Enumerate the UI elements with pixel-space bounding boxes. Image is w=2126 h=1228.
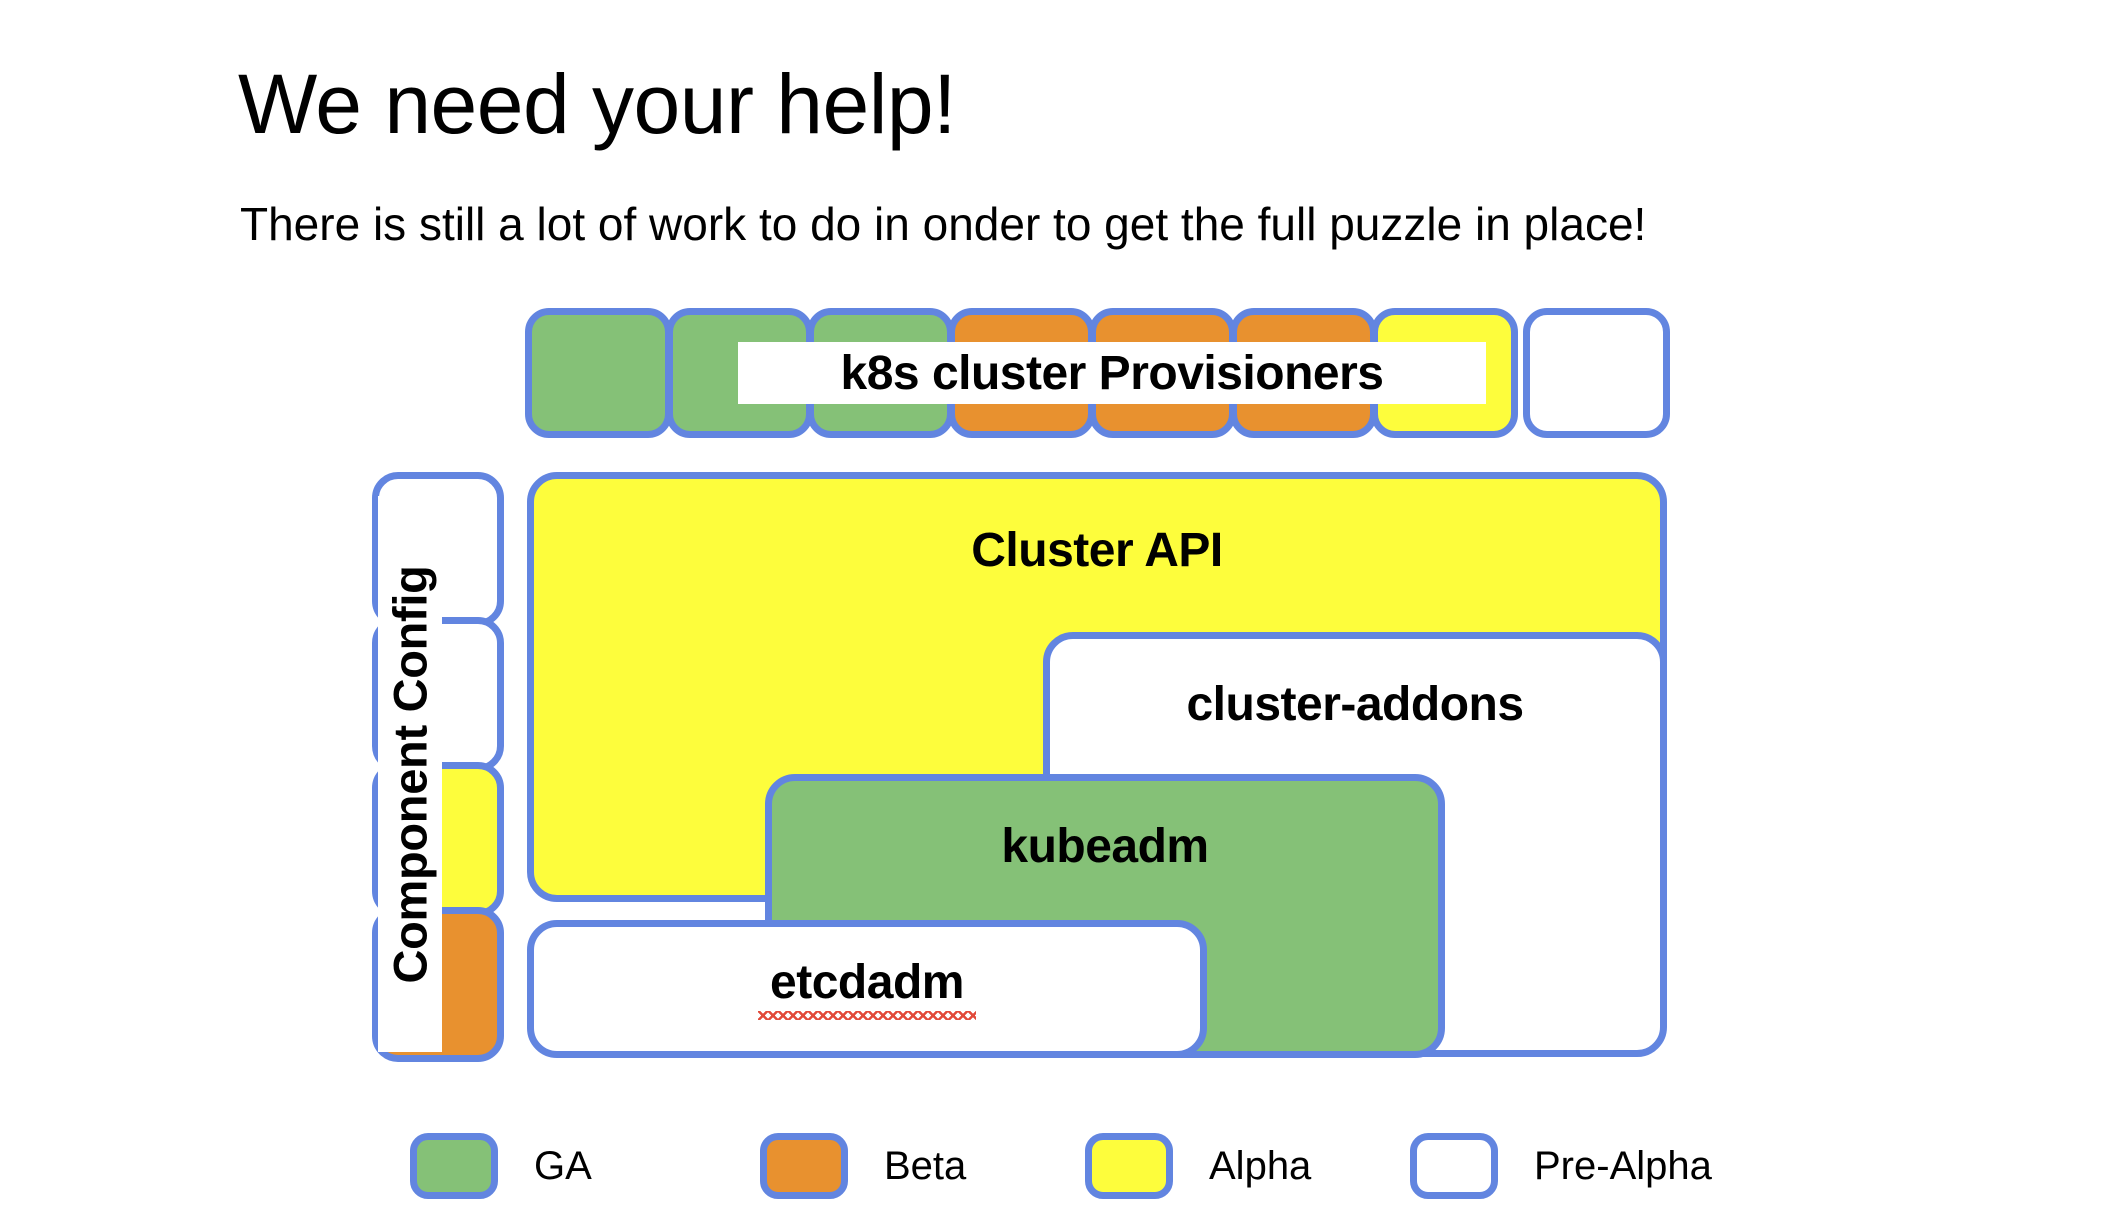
provisioner-block-8[interactable]	[1523, 308, 1670, 438]
legend-item-alpha: Alpha	[1085, 1130, 1311, 1202]
etcdadm-label: etcdadm	[770, 956, 964, 1009]
spellcheck-underline	[758, 1011, 976, 1020]
legend-label-pre-alpha: Pre-Alpha	[1534, 1143, 1712, 1188]
legend-label-ga: GA	[534, 1143, 592, 1188]
legend-label-beta: Beta	[884, 1143, 967, 1188]
legend-item-ga: GA	[410, 1130, 592, 1202]
component-config-label: Component Config	[378, 496, 442, 1052]
cluster-addons-label: cluster-addons	[1186, 678, 1524, 731]
provisioner-row-label: k8s cluster Provisioners	[738, 342, 1486, 404]
cluster-api-label: Cluster API	[971, 524, 1223, 577]
legend-swatch-beta-icon	[760, 1133, 848, 1199]
etcdadm-box[interactable]: etcdadm	[527, 920, 1207, 1058]
page-subtitle: There is still a lot of work to do in on…	[240, 198, 1647, 250]
maturity-legend: GA Beta Alpha Pre-Alpha	[410, 1130, 1712, 1210]
legend-swatch-pre-alpha-icon	[1410, 1133, 1498, 1199]
legend-item-pre-alpha: Pre-Alpha	[1410, 1130, 1712, 1202]
legend-item-beta: Beta	[760, 1130, 966, 1202]
kubeadm-label: kubeadm	[1001, 820, 1209, 873]
legend-label-alpha: Alpha	[1209, 1143, 1312, 1188]
legend-swatch-ga-icon	[410, 1133, 498, 1199]
component-config-label-text: Component Config	[383, 564, 437, 984]
page-title: We need your help!	[238, 57, 956, 152]
legend-swatch-alpha-icon	[1085, 1133, 1173, 1199]
provisioner-block-1[interactable]	[525, 308, 672, 438]
